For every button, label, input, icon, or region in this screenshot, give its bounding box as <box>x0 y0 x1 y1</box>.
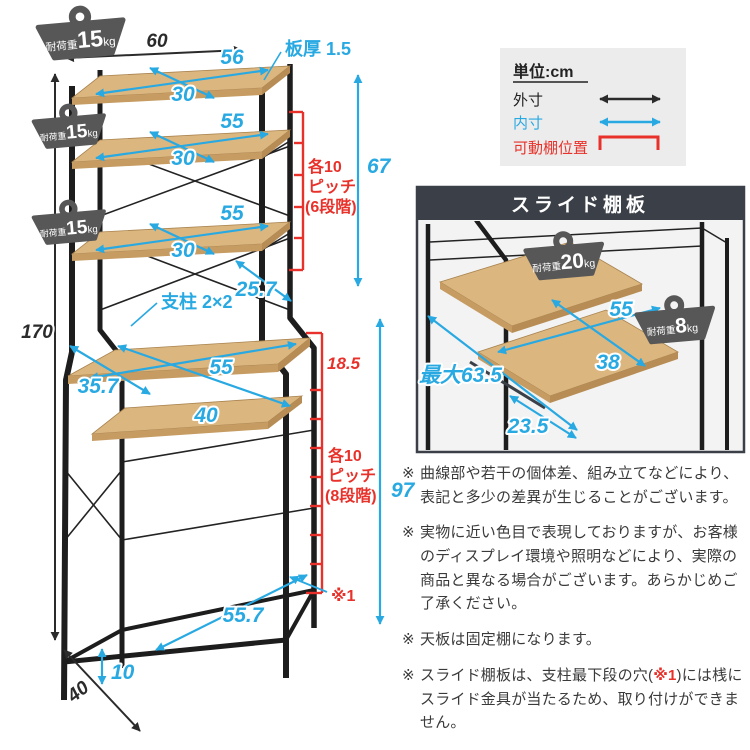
note-text: 実物に近い色目で表現しておりますが、お客様のディスプレイ環境や照明などにより、実… <box>420 524 739 613</box>
dimension-25-7: 25.7 <box>233 260 292 303</box>
thickness-value: 板厚 1.5 <box>285 38 351 59</box>
pitch-label-upper: 各10 ピッチ (6段階) <box>305 157 357 216</box>
badge-top-value: 15 <box>76 25 104 53</box>
footnotes: ※ 曲線部や若干の個体差、組み立てなどにより、表記と多少の差異が生じることがござ… <box>402 462 750 747</box>
badge-prefix: 耐荷重 <box>646 324 676 338</box>
ref1-value: ※1 <box>331 587 356 605</box>
board-thickness-label: 板厚 1.5 <box>263 36 353 81</box>
badge-prefix: 耐荷重 <box>39 130 66 143</box>
desk-width: 55 <box>209 356 233 379</box>
clearance-67: 67 <box>367 155 392 178</box>
note-text-post: )には桟にスライド金具が当たるため、取り付けができません。 <box>420 666 743 732</box>
badge-unit: kg <box>87 224 98 236</box>
dimension-67: 67 <box>353 74 394 287</box>
pitch6-line3: (6段階) <box>305 197 357 216</box>
badge-unit: kg <box>103 35 116 49</box>
legend-inner: 内寸 <box>513 115 543 132</box>
desk-depth: 40 <box>193 404 218 427</box>
gap-value: 25.7 <box>235 278 278 301</box>
weight-badge-fixed: 耐荷重20kg <box>523 231 605 281</box>
pitch-bracket-lower <box>306 331 324 595</box>
offset-18-5: 18.5 <box>327 354 361 373</box>
note-color: ※ 実物に近い色目で表現しておりますが、お客様のディスプレイ環境や照明などにより… <box>402 521 750 616</box>
badge-mid-value: 15 <box>65 121 88 144</box>
note-text: 曲線部や若干の個体差、組み立てなどにより、表記と多少の差異が生じることがございま… <box>420 465 739 506</box>
badge-unit: kg <box>687 323 699 335</box>
inset-slide-depth: 23.5 <box>507 415 549 438</box>
badge-unit: kg <box>87 128 98 140</box>
shelf1-dimensions: 56 30 <box>95 44 269 108</box>
legend-unit: 単位:cm <box>513 62 573 81</box>
legend-box: 単位:cm 外寸 内寸 可動棚位置 <box>500 48 686 166</box>
pitch8-line3: (8段階) <box>325 486 377 505</box>
lower-frame-wires <box>63 429 316 665</box>
pitch6-line1: 各10 <box>307 157 342 176</box>
note-mark: ※ <box>402 666 415 684</box>
pitch-label-lower: 18.5 各10 ピッチ (8段階) <box>325 354 377 505</box>
weight-badge-top: 耐荷重15kg <box>35 5 126 61</box>
svg-text:耐荷重20kg: 耐荷重20kg <box>531 248 596 276</box>
height-value: 170 <box>21 322 53 343</box>
svg-text:耐荷重15kg: 耐荷重15kg <box>39 216 99 242</box>
badge-slide-value: 8 <box>674 314 688 338</box>
badge-unit: kg <box>584 258 596 270</box>
badge-low-value: 15 <box>65 217 88 240</box>
rack-drawing: 170 <box>19 5 418 732</box>
pillar-value: 支柱 2×2 <box>160 291 233 312</box>
inset-dimensions: 55 38 最大63.5 23.5 <box>417 296 661 440</box>
lower-width-value: 55.7 <box>223 604 265 627</box>
shelf2-dimensions: 55 30 <box>95 108 269 172</box>
note-mark: ※ <box>402 524 415 542</box>
movable-bracket-icon <box>598 135 660 150</box>
dimension-55-7: 55.7 <box>155 574 308 651</box>
note-text-pre: スライド棚板は、支柱最下段の穴( <box>420 666 654 684</box>
note-mark: ※ <box>402 465 415 482</box>
note-ref1: ※1 <box>653 666 677 684</box>
shelf3-width: 55 <box>220 202 244 225</box>
weight-badge-mid: 耐荷重15kg <box>31 103 106 149</box>
pitch8-line1: 各10 <box>327 446 362 465</box>
badge-prefix: 耐荷重 <box>45 38 78 54</box>
dimension-height-170: 170 <box>19 73 60 641</box>
shelf3-dimensions: 55 30 <box>95 200 269 264</box>
inset-board-depth: 38 <box>596 351 620 374</box>
note-mark: ※ <box>402 631 415 649</box>
inset-max-extension: 最大63.5 <box>419 363 502 387</box>
shelf3-depth: 30 <box>171 239 195 262</box>
shelf1-depth: 30 <box>171 83 195 106</box>
pitch6-line2: ピッチ <box>308 178 356 196</box>
inset-title: スライド棚板 <box>511 193 649 216</box>
note-text: 天板は固定棚になります。 <box>420 631 601 649</box>
inset-panel: スライド棚板 55 38 <box>415 185 746 454</box>
badge-prefix: 耐荷重 <box>39 226 66 239</box>
dimension-97: 97 <box>375 318 418 625</box>
badge-prefix: 耐荷重 <box>532 260 562 274</box>
svg-text:耐荷重8kg: 耐荷重8kg <box>646 313 699 340</box>
shelf2-width: 55 <box>220 110 244 133</box>
legend-movable: 可動棚位置 <box>513 140 588 157</box>
clearance-97: 97 <box>391 479 416 502</box>
note-fixed-top: ※ 天板は固定棚になります。 <box>402 628 750 652</box>
pitch8-line2: ピッチ <box>328 467 376 485</box>
shelf2-depth: 30 <box>171 147 195 170</box>
svg-text:耐荷重15kg: 耐荷重15kg <box>44 24 116 56</box>
note-text: スライド棚板は、支柱最下段の穴(※1)には桟にスライド金具が当たるため、取り付け… <box>420 664 750 735</box>
desk-diagonal: 35.7 <box>78 375 120 398</box>
width-value: 60 <box>146 31 168 52</box>
weight-badge-slide: 耐荷重8kg <box>634 295 716 345</box>
svg-text:耐荷重15kg: 耐荷重15kg <box>39 120 99 146</box>
legend-outer: 外寸 <box>513 92 543 109</box>
weight-badge-low: 耐荷重15kg <box>31 199 106 245</box>
note-slide-restriction: ※ スライド棚板は、支柱最下段の穴(※1)には桟にスライド金具が当たるため、取り… <box>402 664 750 735</box>
note-tolerance: ※ 曲線部や若干の個体差、組み立てなどにより、表記と多少の差異が生じることがござ… <box>402 462 750 509</box>
rail-height-value: 10 <box>111 661 135 684</box>
inset-board-width: 55 <box>609 298 633 321</box>
pillar-label: 支柱 2×2 <box>130 289 235 327</box>
badge-fixed-value: 20 <box>560 249 585 274</box>
desk-dimensions: 55 40 35.7 <box>69 340 297 429</box>
pitch-bracket-upper <box>289 110 305 272</box>
depth-value: 40 <box>63 677 94 707</box>
shelf1-width: 56 <box>220 46 244 69</box>
